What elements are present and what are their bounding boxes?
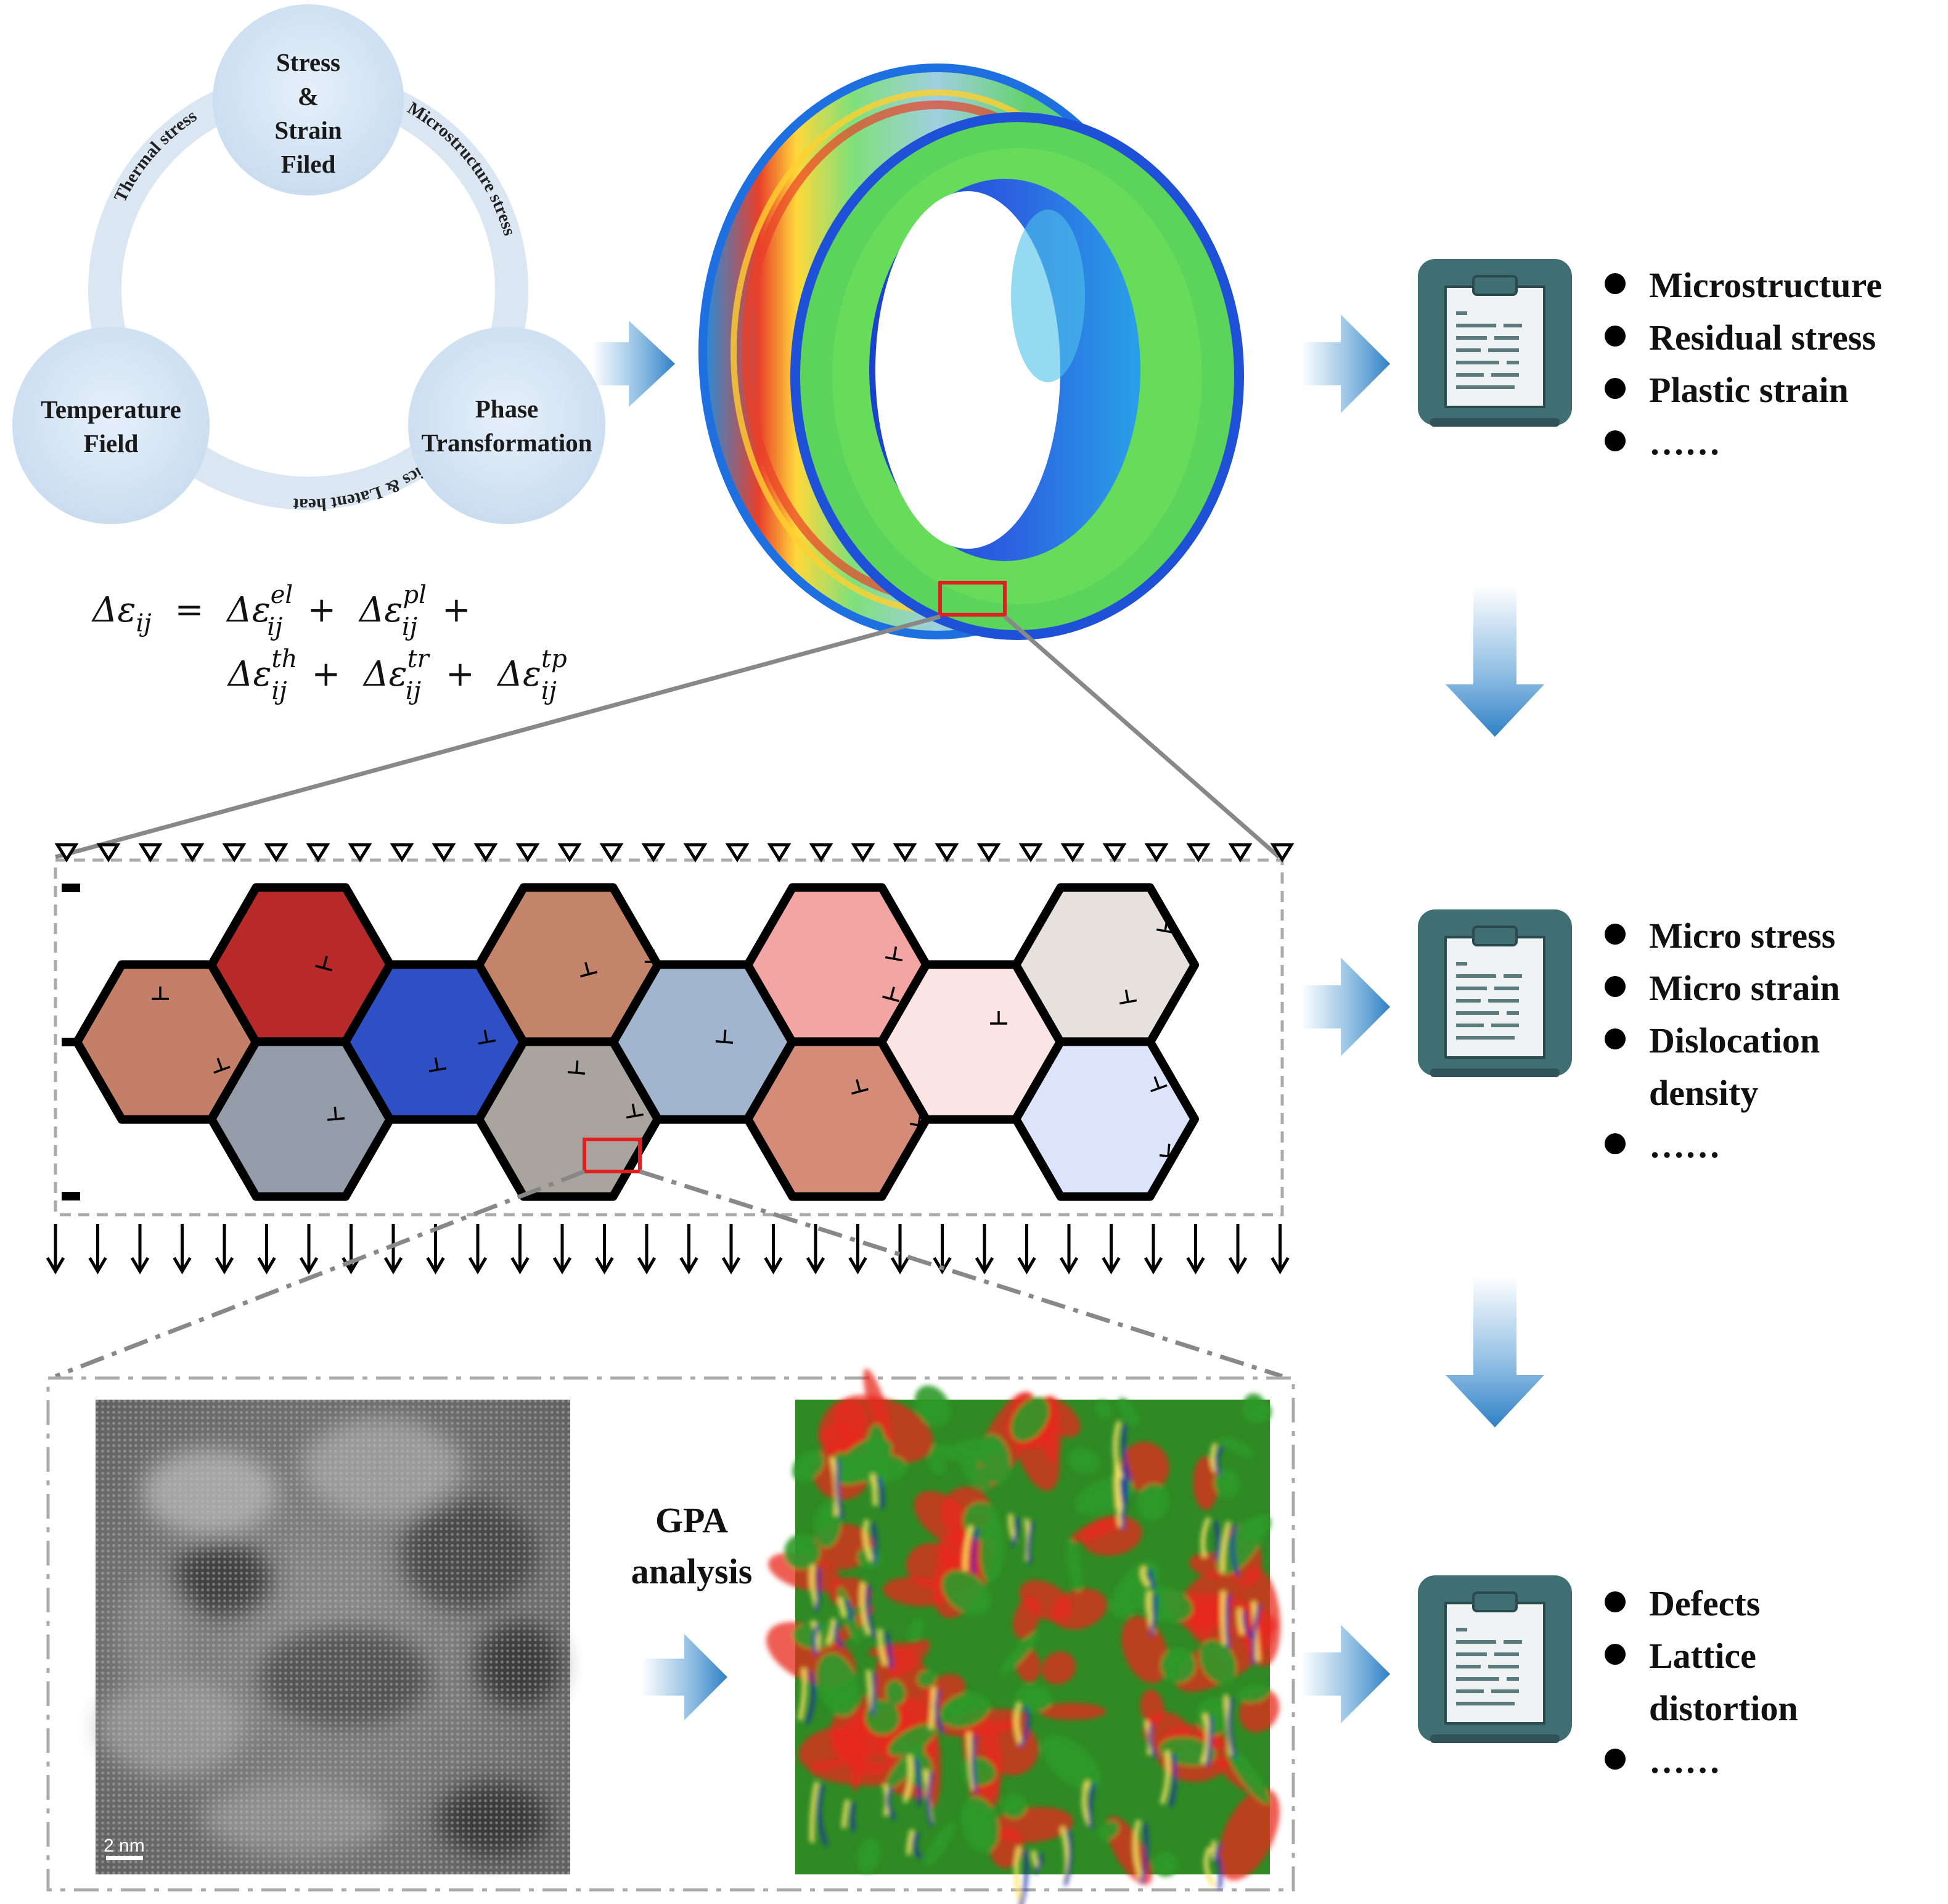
arrow-icon [641,1634,727,1720]
dislocation-symbol-icon [567,1060,586,1075]
arrow-icon [1446,586,1544,737]
bullet-icon [1605,273,1626,294]
arrow-icon [1301,1625,1390,1723]
list-item: Dislocation [1649,1020,1820,1061]
nano-results-list: Defects Lattice distortion …… [1605,1583,1798,1781]
dislocation-symbol-icon [851,1079,869,1095]
list-item: Lattice [1649,1636,1756,1676]
bearing-ring-icon [698,64,1244,640]
list-item: Micro stress [1649,916,1835,956]
ring-zoom-highlight [938,581,1007,617]
gpa-label-analysis: analysis [631,1551,753,1591]
scale-bar-label: 2 nm [104,1836,145,1856]
arc-label-thermal-stress: Thermal stress [110,106,200,205]
list-item: …… [1649,422,1721,462]
arrow-icon [1301,314,1390,413]
macro-results-list: Microstructure Residual stress Plastic s… [1605,265,1882,462]
dislocation-symbol-icon [1119,989,1137,1005]
arrow-icon [1446,1276,1544,1427]
grain-structure-panel [46,843,1295,1274]
dislocation-symbol-icon [428,1057,447,1073]
list-item: …… [1649,1741,1721,1781]
hrtem-image: 2 nm [96,1400,570,1874]
dislocation-symbol-icon [478,1029,496,1045]
gpa-strain-map [766,1368,1281,1904]
gpa-label: GPA [655,1500,728,1540]
bullet-icon [1605,1591,1626,1612]
svg-text:&: & [298,82,319,110]
arrow-icon [1301,958,1390,1056]
dislocation-symbol-icon [1150,1076,1168,1093]
list-item: Plastic strain [1649,370,1849,410]
bullet-icon [1605,924,1626,945]
list-item: distortion [1649,1688,1798,1728]
list-item: Defects [1649,1583,1760,1623]
svg-text:Filed: Filed [281,150,336,178]
dislocation-symbol-icon [152,987,169,1000]
grain [1012,1037,1199,1201]
fixed-boundary-markers [54,843,1295,863]
bullet-icon [1605,1133,1626,1154]
node-stress-strain: Stress & Strain Filed [213,4,404,195]
bullet-icon [1605,1028,1626,1049]
micro-results-list: Micro stress Micro strain Dislocation de… [1605,916,1840,1165]
list-item: Residual stress [1649,318,1876,358]
grain [1012,883,1199,1047]
arrow-icon [592,321,675,407]
clipboard-icon [1418,1575,1572,1743]
bullet-icon [1605,430,1626,451]
bullet-icon [1605,378,1626,399]
dislocation-symbol-icon [990,1011,1007,1025]
dislocation-symbol-icon [315,956,332,972]
list-item: …… [1649,1125,1721,1165]
list-item: Microstructure [1649,265,1882,305]
dislocation-symbol-icon [1156,918,1174,934]
node-phase-transformation: Phase Transformation [408,327,605,524]
clipboard-icon [1418,909,1572,1077]
dislocation-symbol-icon [882,987,899,1003]
svg-text:Strain: Strain [274,116,342,144]
nanoscale-panel: 2 nm GPA analysis [46,1368,1295,1904]
dislocation-symbol-icon [715,1029,734,1044]
dislocation-symbol-icon [626,1103,644,1119]
bullet-icon [1605,1644,1626,1665]
list-item: density [1649,1073,1758,1113]
dislocation-symbol-icon [580,962,597,978]
bullet-icon [1605,1749,1626,1770]
dislocation-symbol-icon [885,946,903,962]
svg-text:Temperature: Temperature [41,395,181,424]
dislocation-symbol-icon [1159,1143,1177,1158]
dislocation-symbol-icon [327,1106,345,1121]
bullet-icon [1605,326,1626,347]
clipboard-icon [1418,259,1572,427]
svg-text:Stress: Stress [276,48,340,76]
grain-zoom-highlight [583,1138,642,1173]
svg-text:Field: Field [84,429,139,458]
list-item: Micro strain [1649,968,1840,1008]
svg-text:Transformation: Transformation [421,429,592,457]
load-arrows [46,1224,1290,1274]
node-temperature-field: Temperature Field [12,327,210,524]
svg-text:Phase: Phase [475,395,539,423]
bullet-icon [1605,976,1626,997]
dislocation-symbol-icon [213,1057,231,1074]
coupling-cycle: Thermal stress Microstructure stress Dyn… [12,4,605,524]
